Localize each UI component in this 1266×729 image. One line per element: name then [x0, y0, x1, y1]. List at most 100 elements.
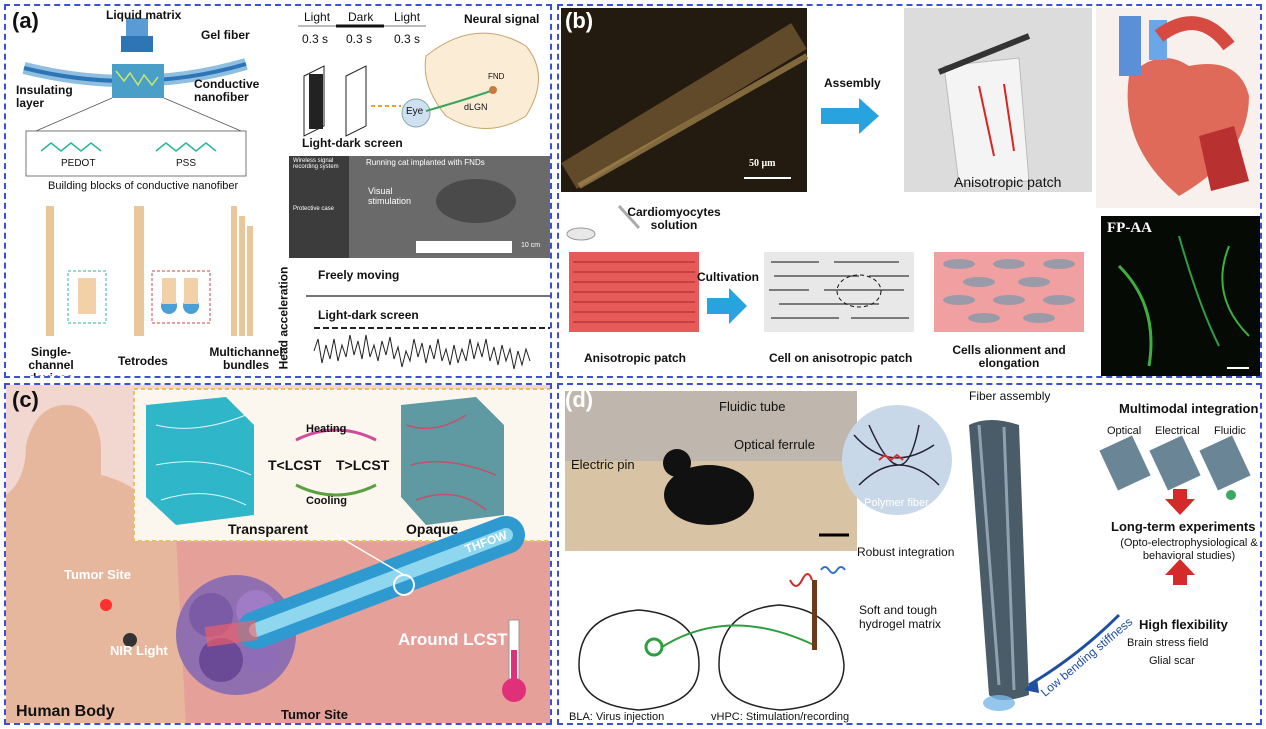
- screen-2: [345, 65, 367, 137]
- photo-scale-label: 10 cm: [521, 242, 541, 249]
- multimodal-label: Multimodal integration: [1119, 401, 1259, 416]
- polymer-fiber-label: Polymer fiber: [864, 497, 929, 509]
- pedot-structure: [40, 142, 102, 152]
- around-lcst-label: Around LCST: [398, 630, 508, 649]
- brain-slice-2: [718, 604, 845, 711]
- panel-b-label: (b): [565, 8, 594, 33]
- gel-fiber-label: Gel fiber: [201, 28, 250, 42]
- fluidic-fiber-icon: [1199, 435, 1251, 491]
- tumor-site-2-label: Tumor Site: [281, 707, 348, 722]
- micrograph-scale-label: 50 μm: [749, 158, 776, 169]
- neural-signal-label: Neural signal: [464, 12, 540, 26]
- tumor-site-label: Tumor Site: [64, 567, 131, 582]
- bundle-rod-3: [247, 226, 253, 336]
- robust-integration-label: Robust integration: [857, 545, 955, 559]
- panel-a-label: (a): [12, 8, 39, 33]
- studies-label: (Opto-electrophysiological & behavioral …: [1120, 537, 1258, 562]
- opaque-label: Opaque: [406, 521, 459, 537]
- assembly-arrow: [821, 98, 879, 134]
- bundle-rod-2: [239, 216, 245, 336]
- assembly-label: Assembly: [824, 76, 881, 90]
- eye-graphic: [401, 98, 431, 128]
- pss-structure: [155, 142, 217, 152]
- freely-moving-label: Freely moving: [318, 268, 400, 282]
- bending-arrow: [1028, 613, 1121, 687]
- timeline-t1: 0.3 s: [302, 32, 329, 46]
- photo-protective-label: Protective case: [293, 206, 335, 212]
- photo-wireless-label: Wireless signal recording system: [293, 158, 339, 170]
- liquid-matrix-label: Liquid matrix: [106, 8, 182, 22]
- panel-c-graphics: [6, 385, 550, 723]
- pss-label: PSS: [176, 158, 197, 169]
- eye-label: Eye: [406, 106, 424, 117]
- opaque-cube: [401, 397, 504, 525]
- timeline-dark: Dark: [348, 10, 374, 24]
- fnd-label: FND: [488, 72, 505, 81]
- t-less-label: T<LCST: [268, 457, 322, 473]
- anisotropic-patch-photo-label: Anisotropic patch: [954, 174, 1062, 190]
- heating-arrow: [295, 428, 377, 442]
- nanofiber-mesh: [115, 70, 159, 87]
- conductive-nanofiber-label: Conductive nanofiber: [194, 77, 260, 104]
- glial-scar-label: Glial scar: [1149, 655, 1195, 667]
- up-arrow-1: [1165, 559, 1195, 585]
- cooling-label: Cooling: [306, 495, 347, 507]
- electrical-fiber-icon: [1149, 435, 1201, 491]
- long-term-label: Long-term experiments: [1111, 519, 1256, 534]
- building-blocks-label: Building blocks of conductive nanofiber: [48, 180, 239, 192]
- light-dark-screen-label: Light-dark screen: [302, 136, 403, 150]
- multichannel-label: Multichannel bundles: [209, 345, 283, 372]
- fluidic-tube-label: Fluidic tube: [719, 399, 786, 414]
- heating-label: Heating: [306, 423, 347, 435]
- cell-on-patch-label: Cell on anisotropic patch: [769, 351, 913, 365]
- cultivation-label: Cultivation: [697, 270, 759, 284]
- light-dark-screen-2-label: Light-dark screen: [318, 308, 419, 322]
- timeline-t3: 0.3 s: [394, 32, 421, 46]
- panel-c: (c) Heating Cooling T<LCST T>LCST Transp…: [4, 383, 552, 725]
- high-flex-label: High flexibility: [1139, 617, 1228, 632]
- optical-label: Optical: [1107, 425, 1142, 437]
- soft-tough-label: Soft and tough hydrogel matrix: [859, 603, 942, 631]
- polymer-fiber-zoom: [842, 405, 952, 515]
- t-greater-label: T>LCST: [336, 457, 390, 473]
- panel-c-label: (c): [12, 387, 39, 412]
- brain-slice-1: [578, 609, 700, 711]
- cultivation-arrow: [707, 288, 747, 324]
- panel-d-label: (d): [565, 387, 594, 412]
- down-arrow-1: [1165, 489, 1195, 515]
- tetrode-zoom: [151, 270, 211, 324]
- photo-visual-label: Visual stimulation: [368, 186, 412, 206]
- panel-b: (b) 50 μm Assembly Anisotropic patch Car…: [557, 4, 1262, 378]
- vhpc-label: vHPC: Stimulation/recording: [711, 711, 850, 723]
- panel-d-graphics: [565, 391, 1251, 711]
- fp-aa-label: FP-AA: [1107, 220, 1152, 236]
- dispenser-body: [121, 36, 153, 52]
- nir-light-label: NIR Light: [110, 643, 168, 658]
- optical-ferrule-label: Optical ferrule: [734, 437, 815, 452]
- cell-on-patch-graphic: [764, 252, 914, 332]
- transparent-label: Transparent: [228, 521, 309, 537]
- light-dark-trace: [313, 334, 531, 370]
- dlgn-label: dLGN: [464, 102, 488, 112]
- tumor-site-marker: [100, 599, 112, 611]
- optical-fiber-icon: [1099, 435, 1151, 491]
- panel-a-graphics: [22, 18, 550, 370]
- bundle-rod-1: [231, 206, 237, 336]
- timeline-light-2: Light: [394, 10, 421, 24]
- panel-d: (d) Fluidic tube Electric pin Optical fe…: [557, 383, 1262, 725]
- panel-a: (a) Liquid matrix Gel fiber Insulating l…: [4, 4, 552, 378]
- timeline-t2: 0.3 s: [346, 32, 373, 46]
- single-channel-section: [78, 278, 96, 314]
- single-channel-label: Single-channel devices: [28, 345, 74, 378]
- tetrodes-label: Tetrodes: [118, 354, 168, 368]
- anisotropic-patch-label: Anisotropic patch: [584, 351, 687, 365]
- fluidic-label: Fluidic: [1214, 425, 1246, 437]
- fiber-bundle: [969, 420, 1029, 700]
- cooling-arrow: [295, 483, 377, 497]
- photo-running-cat-label: Running cat implanted with FNDs: [366, 158, 485, 167]
- fiber-assembly-label: Fiber assembly: [969, 389, 1051, 403]
- brain-stress-label: Brain stress field: [1127, 637, 1209, 649]
- dispenser-top: [126, 18, 148, 36]
- cells-alignment-label: Cells alionment and elongation: [952, 343, 1066, 370]
- conductive-segment: [112, 64, 164, 98]
